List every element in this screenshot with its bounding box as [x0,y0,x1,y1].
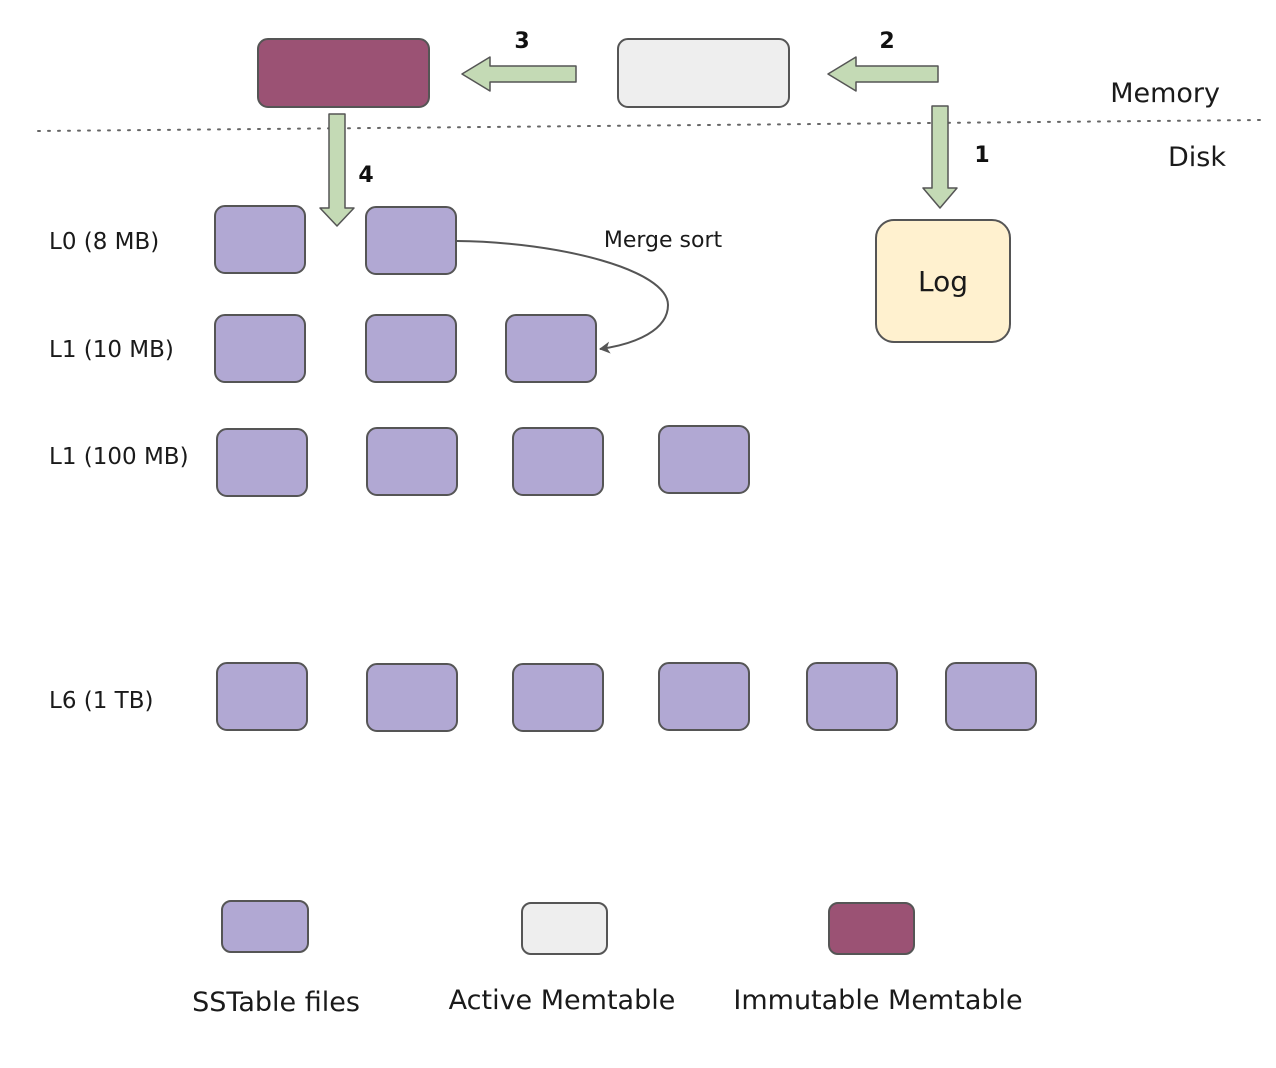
log-file [875,219,1011,343]
step-number-2: 2 [879,29,894,54]
merge-sort-label: Merge sort [604,228,723,253]
step-number-4: 4 [358,163,373,188]
sstable-file-l0-2 [365,206,457,275]
sstable-file-l0-1 [214,205,306,274]
memory-zone-label: Memory [1110,78,1220,109]
step-number-1: 1 [974,143,989,168]
legend-immutable-swatch [828,902,915,955]
level-label-l2: L1 (100 MB) [49,444,189,470]
sstable-file-l6-3 [512,663,604,732]
sstable-file-l6-1 [216,662,308,731]
log-label: Log [918,265,968,298]
arrow-step-4 [319,113,355,227]
immutable-memtable [257,38,430,108]
sstable-file-l6-5 [806,662,898,731]
arrow-step-3 [461,56,577,92]
sstable-file-l1-3 [505,314,597,383]
legend-sstable-swatch [221,900,309,953]
active-memtable [617,38,790,108]
sstable-file-l6-2 [366,663,458,732]
sstable-file-l1-2 [365,314,457,383]
legend-active-swatch [521,902,608,955]
level-label-l6: L6 (1 TB) [49,688,153,714]
level-label-l1: L1 (10 MB) [49,337,174,363]
legend-sstable-label: SSTable files [192,987,360,1018]
sstable-file-l2-2 [366,427,458,496]
step-number-3: 3 [514,29,529,54]
merge-sort-arrow [456,240,670,354]
legend-active-label: Active Memtable [449,985,676,1016]
arrow-step-1 [922,105,958,209]
legend-immutable-label: Immutable Memtable [733,985,1022,1016]
sstable-file-l2-4 [658,425,750,494]
sstable-file-l6-4 [658,662,750,731]
arrow-step-2 [827,56,939,92]
level-label-l0: L0 (8 MB) [49,229,159,255]
sstable-file-l2-3 [512,427,604,496]
sstable-file-l1-1 [214,314,306,383]
sstable-file-l6-6 [945,662,1037,731]
memory-disk-separator [37,119,1263,132]
disk-zone-label: Disk [1168,142,1226,173]
sstable-file-l2-1 [216,428,308,497]
